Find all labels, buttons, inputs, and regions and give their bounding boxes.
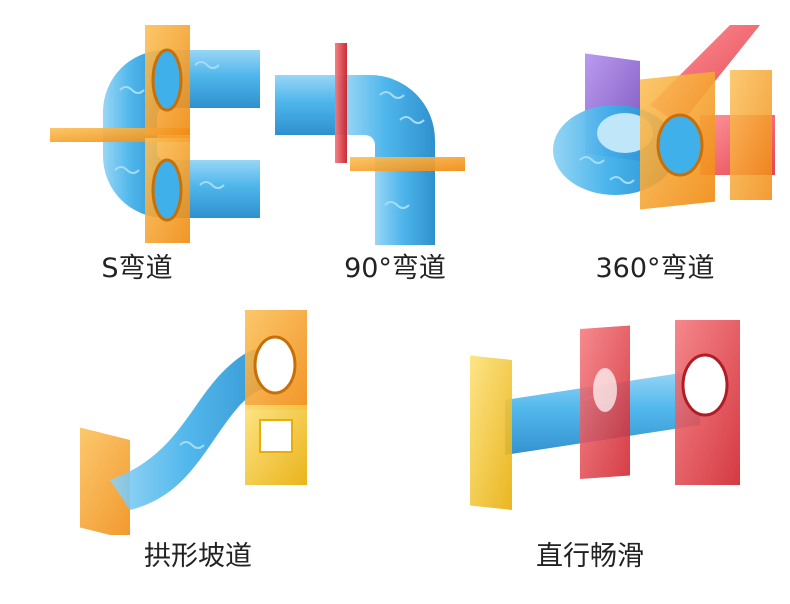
caption-straight: 直行畅滑: [536, 541, 644, 572]
bend-90-track-image: [270, 35, 480, 250]
caption-arch-ramp: 拱形坡道: [144, 541, 252, 572]
loop-360-track-image: [540, 15, 780, 230]
caption-s-bend: S弯道: [101, 253, 173, 284]
straight-track-image: [465, 315, 750, 520]
caption-loop-360: 360°弯道: [595, 253, 715, 284]
arch-ramp-track-image: [70, 305, 320, 535]
caption-bend-90: 90°弯道: [344, 253, 446, 284]
s-bend-track-image: [45, 20, 275, 250]
